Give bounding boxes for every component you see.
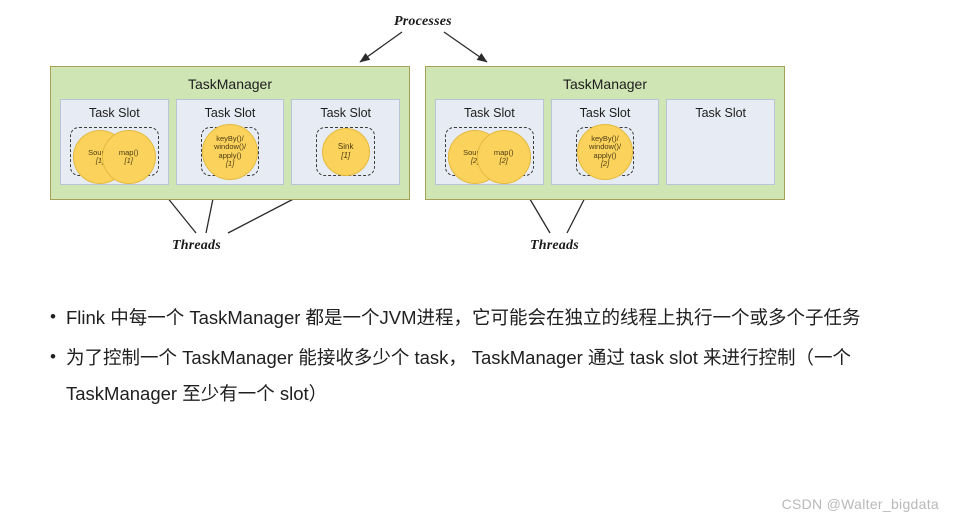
task-slot[interactable]: Task Slot keyBy()/ window()/ apply() [2] [550,99,660,185]
task-slot-label: Task Slot [320,106,372,120]
subtask-circle-window: keyBy()/ window()/ apply() [1] [202,123,258,180]
threads-label-left: Threads [172,238,221,253]
processes-arrows [359,31,488,63]
task-slot-row: Task Slot Source [2] map() [2] [435,99,776,185]
subtask-circle-sink: Sink [1] [321,127,370,176]
subtask-circle-map: map() [2] [476,130,531,184]
task-slot[interactable]: Task Slot Source [2] map() [2] [435,99,544,185]
csdn-watermark: CSDN @Walter_bigdata [781,496,939,512]
task-slot-label: Task Slot [88,106,140,120]
bullet-text: Flink 中每一个 TaskManager 都是一个JVM进程，它可能会在独立… [66,307,861,328]
subtask-circle-window: keyBy()/ window()/ apply() [2] [577,123,633,180]
task-slot-row: Task Slot Source [1] map() [1] [60,99,401,185]
list-item: • 为了控制一个 TaskManager 能接收多少个 task， TaskMa… [40,340,959,412]
bullet-marker: • [50,307,56,326]
task-slot-label: Task Slot [695,106,747,120]
processes-label: Processes [394,14,452,29]
taskmanager-title: TaskManager [562,76,648,92]
bullet-list: • Flink 中每一个 TaskManager 都是一个JVM进程，它可能会在… [0,300,959,416]
subtask-group: keyBy()/ window()/ apply() [2] [575,123,635,180]
task-slot-empty[interactable]: Task Slot [666,99,776,185]
subtask-group: Sink [1] [316,127,376,176]
task-slot-label: Task Slot [579,106,631,120]
subtask-circle-map: map() [1] [101,130,156,184]
subtask-group: keyBy()/ window()/ apply() [1] [200,123,260,180]
subtask-group: Source [1] map() [1] [70,127,159,184]
taskmanager-box-2: TaskManager Task Slot Source [2] map() [ [425,66,785,200]
task-slot[interactable]: Task Slot keyBy()/ window()/ apply() [1] [175,99,285,185]
taskmanager-title: TaskManager [187,76,273,92]
list-item: • Flink 中每一个 TaskManager 都是一个JVM进程，它可能会在… [40,300,959,336]
bullet-text: 为了控制一个 TaskManager 能接收多少个 task， TaskMana… [66,347,852,405]
bullet-marker: • [50,347,56,367]
task-slot-label: Task Slot [204,106,256,120]
taskmanager-box-1: TaskManager Task Slot Source [1] map() [ [50,66,410,200]
task-slot-label: Task Slot [463,106,515,120]
task-slot[interactable]: Task Slot Sink [1] [291,99,401,185]
subtask-group: Source [2] map() [2] [445,127,534,184]
task-slot[interactable]: Task Slot Source [1] map() [1] [60,99,169,185]
flink-taskmanager-diagram: Processes TaskManager Task Slot Source [… [50,14,785,253]
threads-label-right: Threads [530,238,579,253]
